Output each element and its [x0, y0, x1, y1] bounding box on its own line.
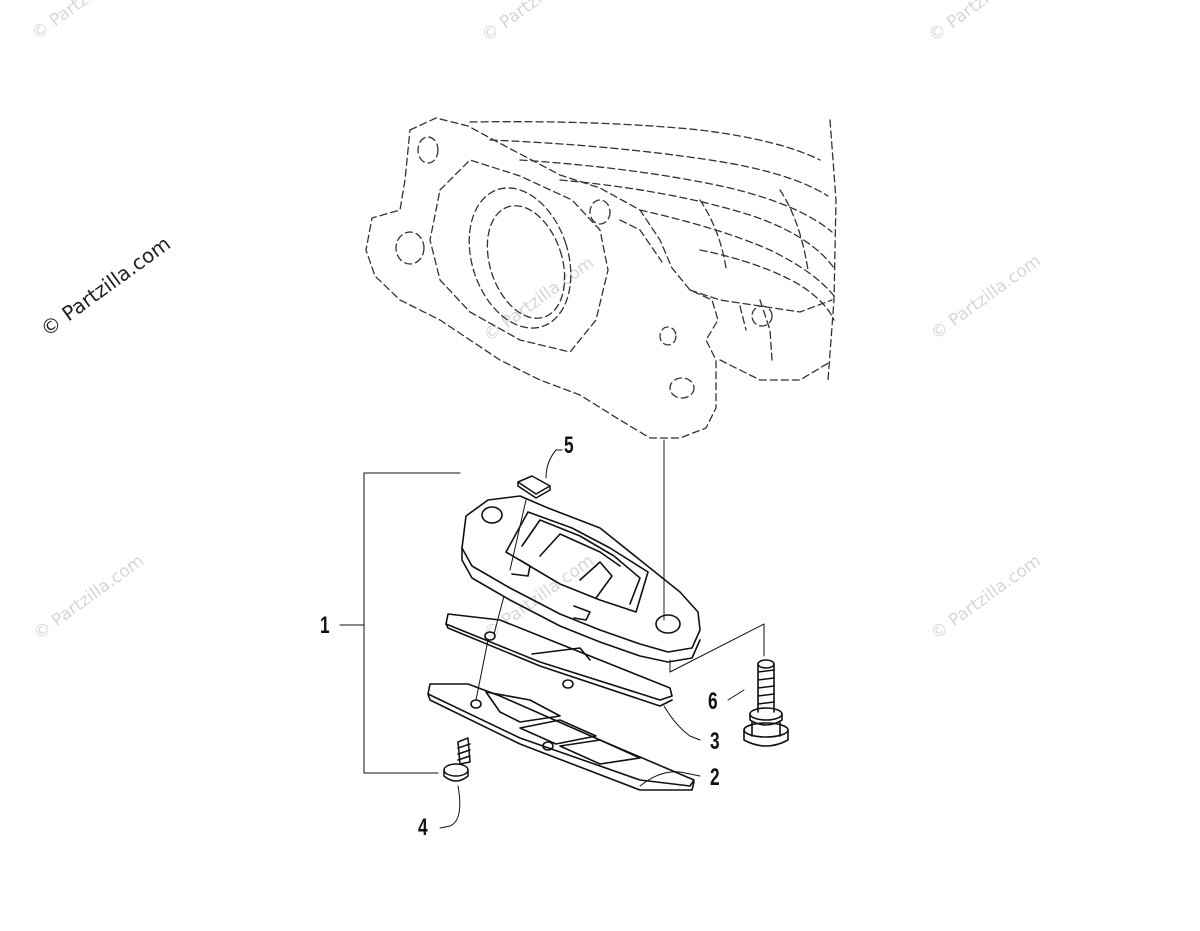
callout-3: 3: [710, 728, 720, 755]
cylinder-phantom: [365, 117, 837, 439]
part2-plate: [427, 683, 695, 791]
part3-reed: [445, 595, 673, 707]
bolt6-leader: [669, 623, 765, 673]
part4-screw: [443, 737, 471, 782]
callout-1: 1: [320, 612, 330, 639]
part5-stop: [509, 475, 551, 571]
callout-leaders: [439, 449, 745, 829]
part6-bolt: [743, 659, 789, 747]
callout-4: 4: [418, 814, 428, 841]
callout-6: 6: [708, 688, 718, 715]
callout-2: 2: [710, 764, 720, 791]
reed-cage-body: [461, 495, 701, 663]
callout-5: 5: [564, 432, 574, 459]
item1-bracket: [339, 472, 461, 774]
